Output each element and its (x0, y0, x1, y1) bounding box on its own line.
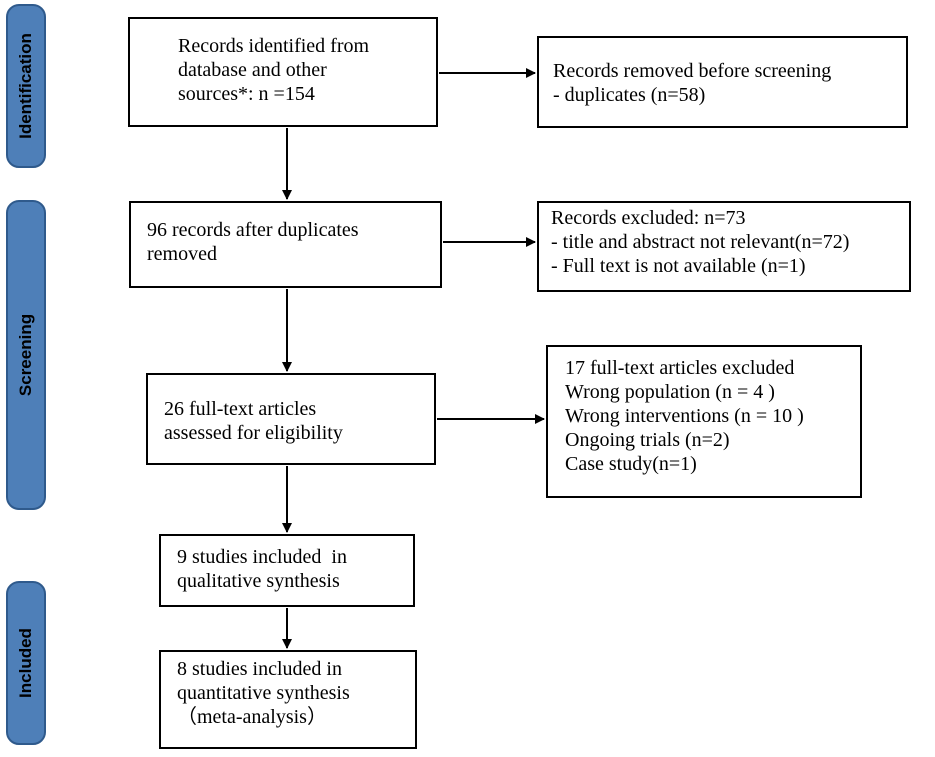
box-line: Records excluded: n=73 (551, 207, 746, 229)
quantitative-synthesis-box: 8 studies included in quantitative synth… (159, 650, 417, 749)
records-identified-box: Records identified from database and oth… (128, 17, 438, 127)
box-line: database and other (178, 59, 327, 81)
qualitative-synthesis-box: 9 studies included in qualitative synthe… (159, 534, 415, 607)
box-line: - Full text is not available (n=1) (551, 255, 806, 277)
box-line: sources*: n =154 (178, 83, 315, 105)
full-text-assessed-box: 26 full-text articles assessed for eligi… (146, 373, 436, 465)
box-line: - duplicates (n=58) (553, 84, 706, 106)
phase-identification-label: Identification (16, 33, 35, 139)
after-duplicates-box: 96 records after duplicates removed (129, 201, 442, 288)
phase-identification: Identification (6, 4, 46, 168)
box-line: 26 full-text articles (164, 398, 317, 420)
full-text-excluded-box: 17 full-text articles excluded Wrong pop… (546, 345, 862, 498)
box-line: Records removed before screening (553, 60, 832, 82)
phase-included: Included (6, 581, 46, 745)
box-line: Wrong interventions (n = 10 ) (565, 405, 804, 427)
box-line: 9 studies included in (177, 546, 347, 568)
box-line: - title and abstract not relevant(n=72) (551, 231, 850, 253)
box-line: Case study(n=1) (565, 453, 697, 475)
phase-included-label: Included (16, 628, 35, 698)
records-excluded-box: Records excluded: n=73 - title and abstr… (537, 201, 911, 292)
box-line: Wrong population (n = 4 ) (565, 381, 775, 403)
box-line: quantitative synthesis (177, 682, 350, 704)
box-line: removed (147, 243, 217, 265)
phase-screening: Screening (6, 200, 46, 510)
box-line: （meta-analysis） (177, 706, 327, 728)
box-line: 8 studies included in (177, 658, 342, 680)
box-line: 17 full-text articles excluded (565, 357, 795, 379)
box-line: assessed for eligibility (164, 422, 343, 444)
box-line: qualitative synthesis (177, 570, 340, 592)
box-line: Records identified from (178, 35, 370, 57)
records-removed-box: Records removed before screening - dupli… (537, 36, 908, 128)
box-line: Ongoing trials (n=2) (565, 429, 730, 451)
box-line: 96 records after duplicates (147, 219, 359, 241)
phase-screening-label: Screening (16, 313, 35, 397)
